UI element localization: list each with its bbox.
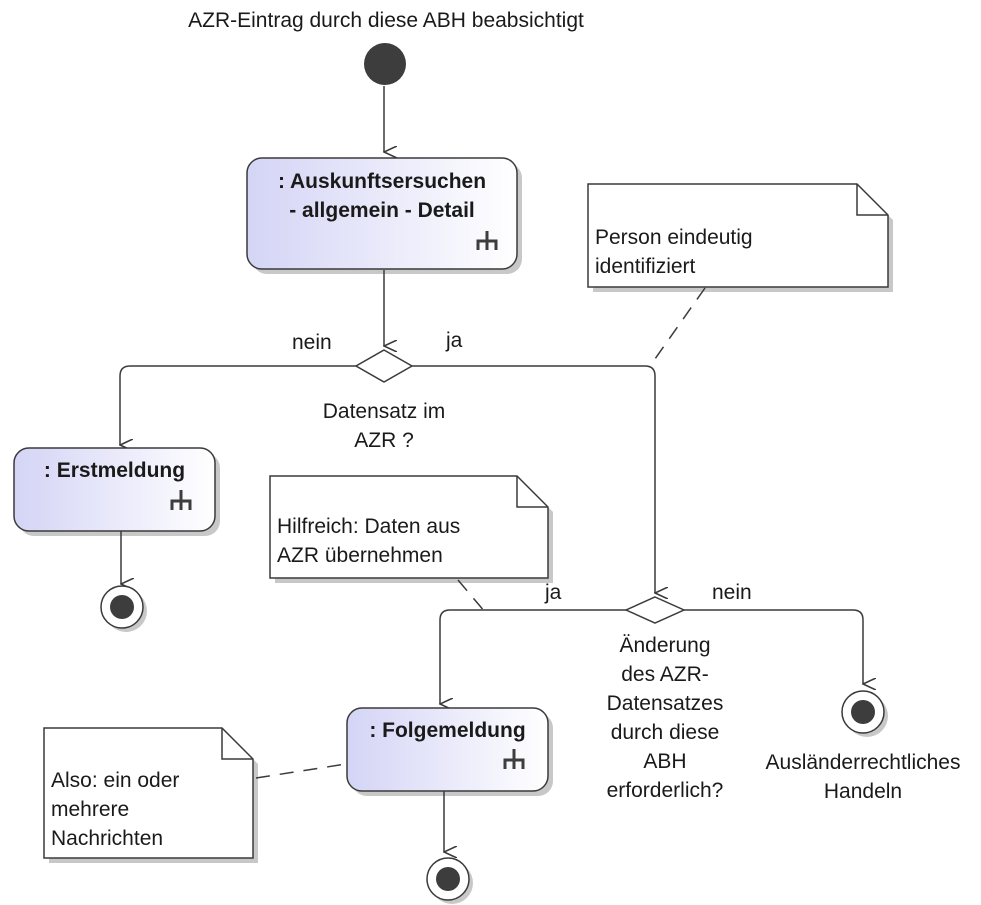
note-hilfreich-line1: Hilfreich: Daten aus <box>277 515 461 538</box>
final-node-auslaenderrecht <box>841 690 885 734</box>
decision-aenderung-line3: Datensatzes <box>606 692 724 715</box>
note-person-text: Person eindeutig identifiziert <box>595 223 753 281</box>
decision-datensatz-line2: AZR ? <box>354 429 414 452</box>
flow-aenderung-ja <box>440 609 626 704</box>
note-connector-also <box>255 763 347 779</box>
final-label-auslaenderrecht: Ausländerrechtliches Handeln <box>745 748 981 806</box>
note-also-text: Also: ein oder mehrere Nachrichten <box>51 766 179 853</box>
flow-datensatz-ja <box>412 365 655 593</box>
final-label-auslaenderrecht-line1: Ausländerrechtliches <box>765 751 961 774</box>
initial-node <box>364 43 406 85</box>
note-also-line2: mehrere <box>51 798 130 821</box>
decision-aenderung-line4: durch diese <box>610 721 720 744</box>
final-node-folgemeldung <box>426 857 470 901</box>
decision-datensatz-label: Datensatz im AZR ? <box>284 397 484 455</box>
note-person-line2: identifiziert <box>595 255 696 278</box>
flow-aenderung-nein <box>684 609 863 684</box>
branch-label-aenderung-ja: ja <box>545 581 562 604</box>
note-also-line3: Nachrichten <box>51 827 164 850</box>
rake-icon <box>503 749 525 769</box>
branch-label-datensatz-nein: nein <box>292 331 332 354</box>
decision-aenderung-line2: des AZR- <box>621 663 709 686</box>
note-hilfreich-text: Hilfreich: Daten aus AZR übernehmen <box>277 512 460 570</box>
branch-label-aenderung-nein: nein <box>712 581 752 604</box>
action-auskunftsersuchen-line1: : Auskunftsersuchen <box>277 170 487 193</box>
final-label-auslaenderrecht-line2: Handeln <box>823 780 903 803</box>
note-hilfreich <box>269 475 549 579</box>
action-auskunftsersuchen-label: : Auskunftsersuchen - allgemein - Detail <box>247 167 517 225</box>
flow-datensatz-nein <box>120 365 356 445</box>
action-folgemeldung-label: : Folgemeldung <box>369 719 526 742</box>
decision-aenderung-line5: ABH <box>643 750 687 773</box>
note-connector-hilfreich <box>457 579 486 613</box>
note-connector-person <box>649 287 706 367</box>
decision-aenderung[interactable] <box>624 596 686 624</box>
action-auskunftsersuchen[interactable] <box>246 157 518 270</box>
action-erstmeldung[interactable] <box>13 447 216 532</box>
note-person-identifiziert <box>587 183 889 288</box>
start-label: AZR-Eintrag durch diese ABH beabsichtigt <box>188 9 584 32</box>
rake-icon <box>170 490 192 510</box>
decision-datensatz-line1: Datensatz im <box>322 400 446 423</box>
note-also-line1: Also: ein oder <box>51 769 180 792</box>
rake-icon <box>476 231 498 250</box>
note-person-line1: Person eindeutig <box>595 226 753 249</box>
decision-datensatz[interactable] <box>354 349 414 383</box>
action-auskunftsersuchen-line2: - allgemein - Detail <box>289 199 475 222</box>
note-hilfreich-line2: AZR übernehmen <box>277 544 443 567</box>
final-node-erstmeldung <box>100 585 144 629</box>
decision-aenderung-label: Änderung des AZR- Datensatzes durch dies… <box>565 631 765 805</box>
note-also <box>43 727 254 859</box>
decision-aenderung-line1: Änderung <box>619 634 711 657</box>
decision-aenderung-line6: erforderlich? <box>606 779 724 802</box>
action-folgemeldung[interactable] <box>346 707 549 792</box>
branch-label-datensatz-ja: ja <box>446 329 463 352</box>
action-erstmeldung-label: : Erstmeldung <box>43 459 186 482</box>
